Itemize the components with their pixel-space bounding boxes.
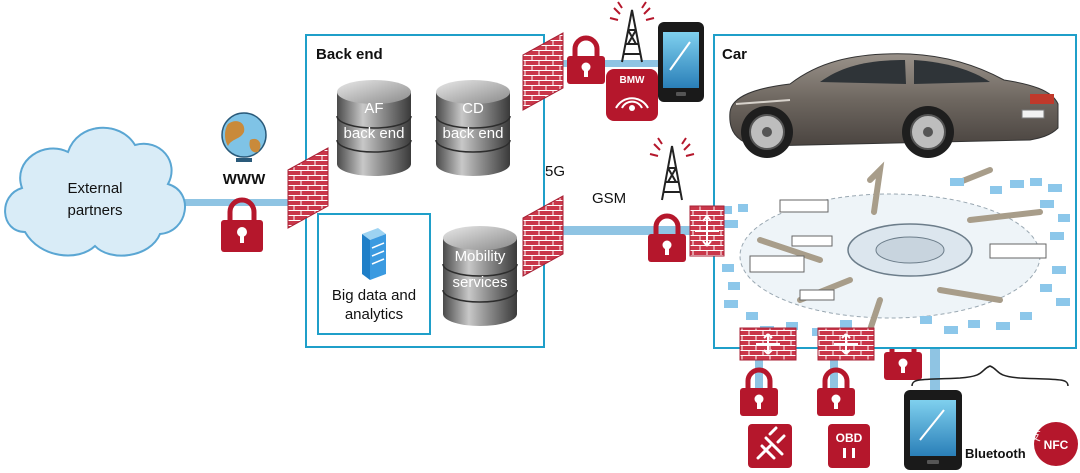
- smartphone-icon: [904, 390, 962, 470]
- five-g-label: 5G: [545, 163, 565, 180]
- nfc-label: NFC: [1044, 438, 1069, 452]
- charging-plug-icon: [748, 424, 792, 468]
- af-label-2: back end: [344, 125, 405, 142]
- cd-back-end-database: CD back end: [435, 80, 511, 176]
- nfc-badge: NFC: [1034, 422, 1078, 466]
- lock-icon: [740, 367, 778, 416]
- mobility-label-1: Mobility: [455, 248, 506, 265]
- car-illustration: [729, 53, 1059, 158]
- big-data-label-1: Big data and: [332, 287, 416, 304]
- globe-icon: [221, 112, 267, 162]
- mobility-services-database: Mobility services: [442, 226, 518, 326]
- firewall-icon: [287, 147, 329, 229]
- car-title: Car: [722, 46, 747, 63]
- watermark-label: 电子发烧友: [976, 428, 1041, 444]
- external-partners-label-1: External: [67, 180, 122, 197]
- gateway-firewall: [817, 327, 875, 361]
- gsm-label: GSM: [592, 190, 626, 207]
- bmw-app-badge: BMW: [606, 69, 658, 121]
- cell-tower-icon: [609, 1, 655, 63]
- obd-port-badge: OBD: [828, 424, 870, 468]
- lock-icon: [567, 35, 605, 84]
- external-partners-cloud: External partners: [4, 126, 186, 257]
- firewall-icon: [522, 32, 564, 111]
- back-end-title: Back end: [316, 46, 383, 63]
- cell-tower-icon: [649, 137, 695, 201]
- cd-label-2: back end: [443, 125, 504, 142]
- gateway-firewall: [739, 327, 797, 361]
- wireless-interfaces-brace: [911, 365, 1069, 387]
- smartphone-icon: [658, 22, 704, 102]
- www-label: WWW: [223, 171, 266, 188]
- af-back-end-database: AF back end: [336, 80, 412, 176]
- lock-icon: [648, 213, 686, 262]
- server-icon: [362, 228, 386, 280]
- car-gateway-firewall: [689, 205, 725, 257]
- big-data-label-2: analytics: [345, 306, 403, 323]
- bmw-label: BMW: [620, 75, 646, 86]
- mobility-label-2: services: [452, 274, 507, 291]
- lock-icon: [817, 367, 855, 416]
- af-label-1: AF: [364, 100, 383, 117]
- lock-icon: [221, 197, 263, 252]
- cd-label-1: CD: [462, 100, 484, 117]
- vehicle-network-schematic: [720, 161, 1070, 336]
- obd-label: OBD: [836, 431, 863, 445]
- firewall-icon: [522, 195, 564, 277]
- bluetooth-label: Bluetooth: [965, 446, 1026, 461]
- external-partners-label-2: partners: [67, 202, 122, 219]
